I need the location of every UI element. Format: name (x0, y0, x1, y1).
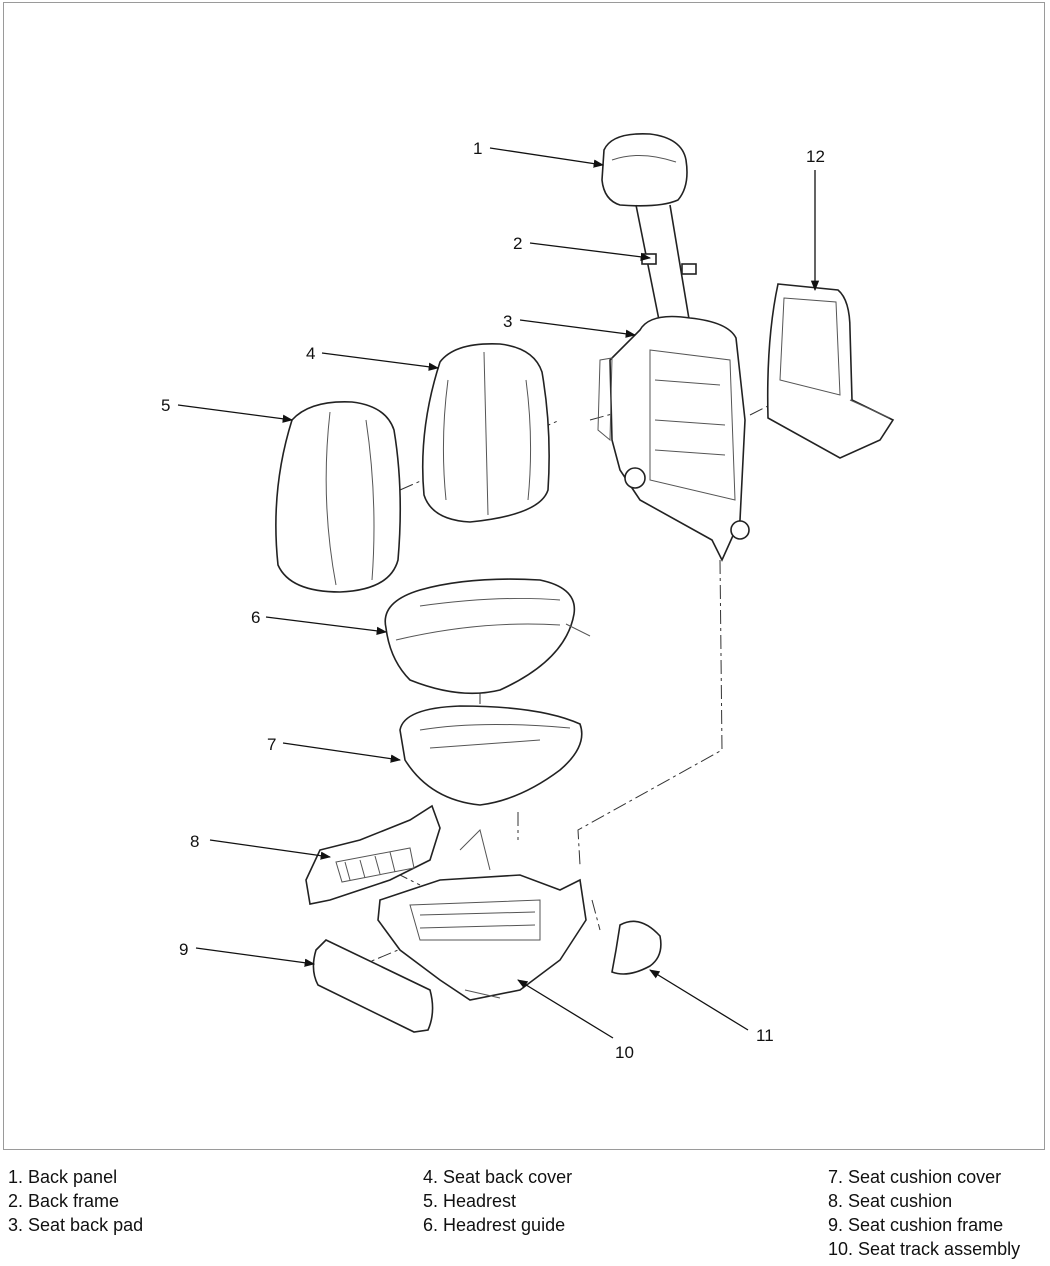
legend-item: 9. Seat cushion frame (828, 1215, 1004, 1235)
part-cushion-cover (384, 578, 591, 695)
callout-8: 8 (190, 832, 199, 851)
leader-lines (177, 147, 820, 1039)
callout-11: 11 (756, 1026, 774, 1045)
legend-item: 6. Headrest guide (423, 1215, 566, 1235)
legend-column-2: 4. Seat back cover 5. Headrest 6. Headre… (423, 1165, 572, 1237)
legend-item: 4. Seat back cover (423, 1167, 573, 1187)
callout-5: 5 (161, 396, 170, 415)
part-cushion (399, 705, 583, 806)
callout-7: 7 (267, 735, 276, 754)
part-side-shield (305, 804, 441, 905)
legend-item: 1. Back panel (8, 1167, 118, 1187)
part-back-panel-right (766, 283, 895, 459)
legend-item: 3. Seat back pad (8, 1215, 144, 1235)
callout-10: 10 (615, 1043, 634, 1062)
legend-column-3: 7. Seat cushion cover 8. Seat cushion 9.… (828, 1165, 1020, 1261)
part-guides (641, 253, 697, 275)
callout-2: 2 (513, 234, 522, 253)
legend-item: 5. Headrest (423, 1191, 517, 1211)
part-seat-back-cover (421, 343, 550, 523)
legend-item: 2. Back frame (8, 1191, 120, 1211)
seat-exploded-diagram: 1 2 3 4 5 6 7 8 9 10 11 12 (161, 133, 895, 1062)
part-seat-track (377, 829, 587, 1001)
part-back-frame (597, 315, 750, 562)
callout-6: 6 (251, 608, 260, 627)
part-headrest-top (601, 133, 691, 326)
callout-12: 12 (806, 147, 825, 166)
legend-column-1: 1. Back panel 2. Back frame 3. Seat back… (8, 1165, 143, 1237)
callout-9: 9 (179, 940, 188, 959)
callout-1: 1 (473, 139, 482, 158)
part-headrest-pad (275, 401, 402, 593)
callout-4: 4 (306, 344, 315, 363)
part-side-cover (611, 920, 662, 975)
legend-item: 10. Seat track assembly (828, 1239, 1021, 1259)
callout-3: 3 (503, 312, 512, 331)
legend-item: 8. Seat cushion (828, 1191, 953, 1211)
legend-item: 7. Seat cushion cover (828, 1167, 1002, 1187)
